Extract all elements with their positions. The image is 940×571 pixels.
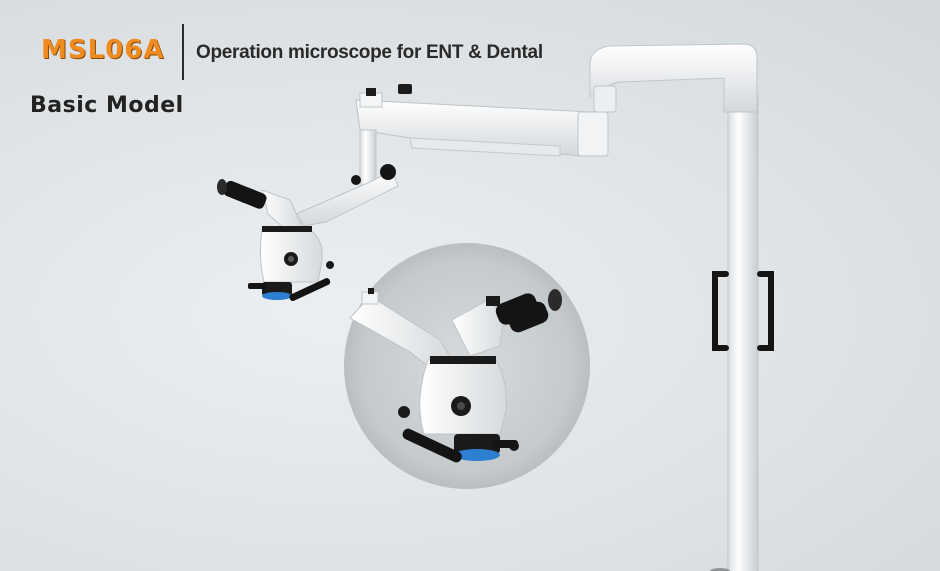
model-code: MSL06A [41,35,165,65]
product-subtitle: Operation microscope for ENT & Dental [196,42,543,63]
header: MSL06A Operation microscope for ENT & De… [0,0,940,130]
microscope-icon [217,164,399,302]
horizontal-arm [355,84,609,157]
stand-top-bracket [589,43,758,113]
stand-pole [727,94,759,571]
microscope-detail-icon [349,288,562,463]
title-divider [182,24,184,80]
model-name: Basic Model [30,93,184,118]
pole-handle [712,271,774,351]
